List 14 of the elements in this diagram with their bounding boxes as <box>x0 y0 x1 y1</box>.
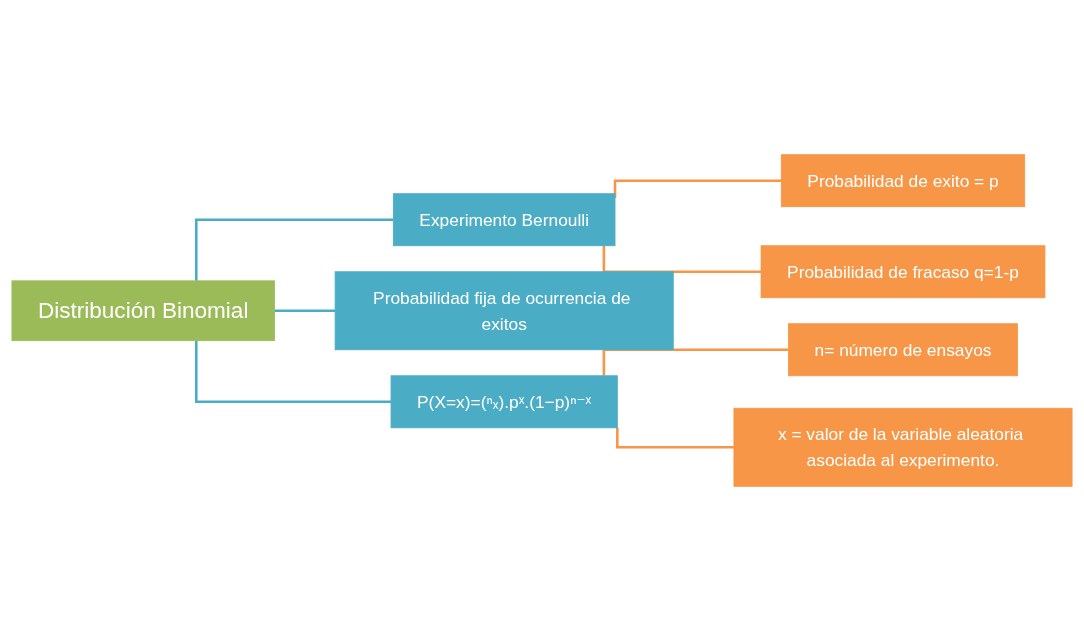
node-box: Probabilidad de fracaso q=1-p <box>760 245 1046 299</box>
node-box: P(X=x)=(ⁿₓ).pˣ.(1−p)ⁿ⁻ˣ <box>390 375 618 429</box>
connector <box>602 348 789 376</box>
node-box: Probabilidad fija de ocurrencia de exitos <box>334 271 674 351</box>
node-box: x = valor de la variable aleatoria asociada al experimento. <box>733 407 1073 487</box>
connector <box>273 309 336 313</box>
node-box: Experimento Bernoulli <box>392 193 616 247</box>
connector <box>195 340 392 404</box>
node-box: Distribución Binomial <box>11 280 275 342</box>
connector <box>602 245 762 274</box>
connector <box>616 427 734 449</box>
connector <box>195 218 394 281</box>
node-box: n= número de ensayos <box>788 323 1018 377</box>
node-box: Probabilidad de exito = p <box>780 154 1026 208</box>
